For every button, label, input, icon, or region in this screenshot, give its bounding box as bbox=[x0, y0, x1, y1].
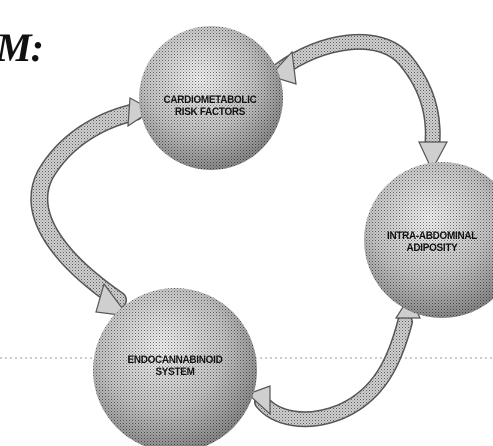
sphere-intra-abdominal bbox=[364, 162, 493, 318]
label-endocannabinoid-line-1: ENDOCANNABINOID bbox=[127, 354, 223, 366]
label-intra-abdominal-line-1: INTRA-ABDOMINAL bbox=[387, 230, 477, 242]
label-intra-abdominal: INTRA-ABDOMINAL ADIPOSITY bbox=[369, 230, 493, 254]
sphere-cardiometabolic bbox=[139, 26, 283, 170]
sphere-endocannabinoid bbox=[93, 288, 257, 446]
label-cardiometabolic-line-1: CARDIOMETABOLIC bbox=[163, 94, 257, 106]
arrow-intra-to-endo bbox=[246, 294, 421, 428]
label-cardiometabolic: CARDIOMETABOLIC RISK FACTORS bbox=[147, 94, 273, 118]
label-cardiometabolic-line-2: RISK FACTORS bbox=[174, 106, 246, 118]
heading-fragment: M: bbox=[0, 25, 44, 70]
arrow-endo-to-cardio bbox=[30, 97, 154, 317]
label-endocannabinoid-line-2: SYSTEM bbox=[155, 366, 195, 378]
arrow-cardio-to-intra bbox=[268, 33, 449, 172]
label-endocannabinoid: ENDOCANNABINOID SYSTEM bbox=[108, 354, 243, 378]
label-intra-abdominal-line-2: ADIPOSITY bbox=[406, 242, 458, 254]
